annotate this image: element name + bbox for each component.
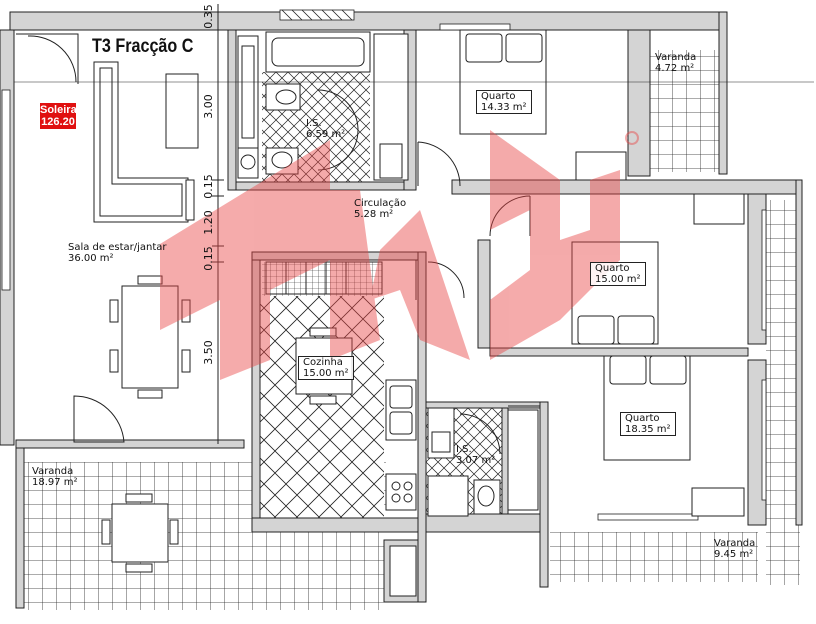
- room-label-varanda-sala: Varanda 18.97 m²: [32, 466, 78, 488]
- room-area: 5.28 m²: [354, 209, 394, 220]
- windows: [1, 9, 767, 521]
- dimension-label: 0.35: [201, 4, 215, 29]
- bath1-fixtures: [237, 31, 409, 181]
- quarto2-bed: [571, 193, 745, 345]
- soleira-badge: Soleira 126.20: [40, 103, 77, 129]
- room-name: Varanda: [714, 538, 756, 549]
- balcony-table: [101, 493, 179, 573]
- room-label-quarto2: Quarto 15.00 m²: [590, 262, 646, 286]
- soleira-label: Soleira: [40, 104, 77, 116]
- room-name: Quarto: [625, 413, 660, 424]
- kitchen-counter-top: [262, 262, 382, 296]
- room-name: Quarto: [481, 91, 516, 102]
- room-area: 36.00 m²: [68, 253, 114, 264]
- room-area: 18.97 m²: [32, 477, 78, 488]
- room-area: 4.72 m²: [655, 63, 695, 74]
- dimension-label: 3.50: [201, 340, 215, 365]
- room-label-sala: Sala de estar/jantar 36.00 m²: [68, 242, 167, 264]
- dimension-label: 3.00: [201, 94, 215, 119]
- dimension-label: 0.15: [201, 246, 215, 271]
- room-label-circulacao: Circulação 5.28 m²: [354, 198, 406, 220]
- room-name: Varanda: [655, 52, 697, 63]
- doors: [16, 33, 541, 514]
- bath2-fixtures: [427, 407, 539, 517]
- room-area: 9.45 m²: [714, 549, 754, 560]
- dimension-label: 1.20: [201, 210, 215, 235]
- room-name: I.S.: [456, 444, 472, 455]
- dimension-line: [14, 4, 814, 444]
- room-area: 15.00 m²: [595, 274, 641, 285]
- room-name: Varanda: [32, 466, 74, 477]
- room-area: 15.00 m²: [303, 368, 349, 379]
- room-label-is2: I.S. 3.07 m²: [456, 444, 495, 466]
- quarto3-bed: [603, 355, 745, 517]
- room-label-cozinha: Cozinha 15.00 m²: [298, 356, 354, 380]
- room-label-quarto3: Quarto 18.35 m²: [620, 412, 676, 436]
- room-area: 18.35 m²: [625, 424, 671, 435]
- watermark-logo: [160, 130, 639, 380]
- room-name: Sala de estar/jantar: [68, 242, 167, 253]
- room-label-varanda-q1: Varanda 4.72 m²: [655, 52, 696, 74]
- dining-table: [109, 275, 191, 399]
- room-name: Quarto: [595, 263, 630, 274]
- room-name: Cozinha: [303, 357, 343, 368]
- plan-title: T3 Fracção C: [92, 36, 194, 57]
- room-label-is1: I.S. 6.59 m²: [306, 118, 345, 140]
- sofa: [93, 61, 199, 223]
- room-name: Circulação: [354, 198, 407, 209]
- room-label-varanda-q3: Varanda 9.45 m²: [714, 538, 755, 560]
- room-area: 14.33 m²: [481, 102, 527, 113]
- room-area: 3.07 m²: [456, 455, 496, 466]
- room-name: I.S.: [306, 118, 322, 129]
- dimension-label: 0.15: [201, 174, 215, 199]
- room-label-quarto1: Quarto 14.33 m²: [476, 90, 532, 114]
- room-area: 6.59 m²: [306, 129, 346, 140]
- soleira-value: 126.20: [41, 116, 75, 128]
